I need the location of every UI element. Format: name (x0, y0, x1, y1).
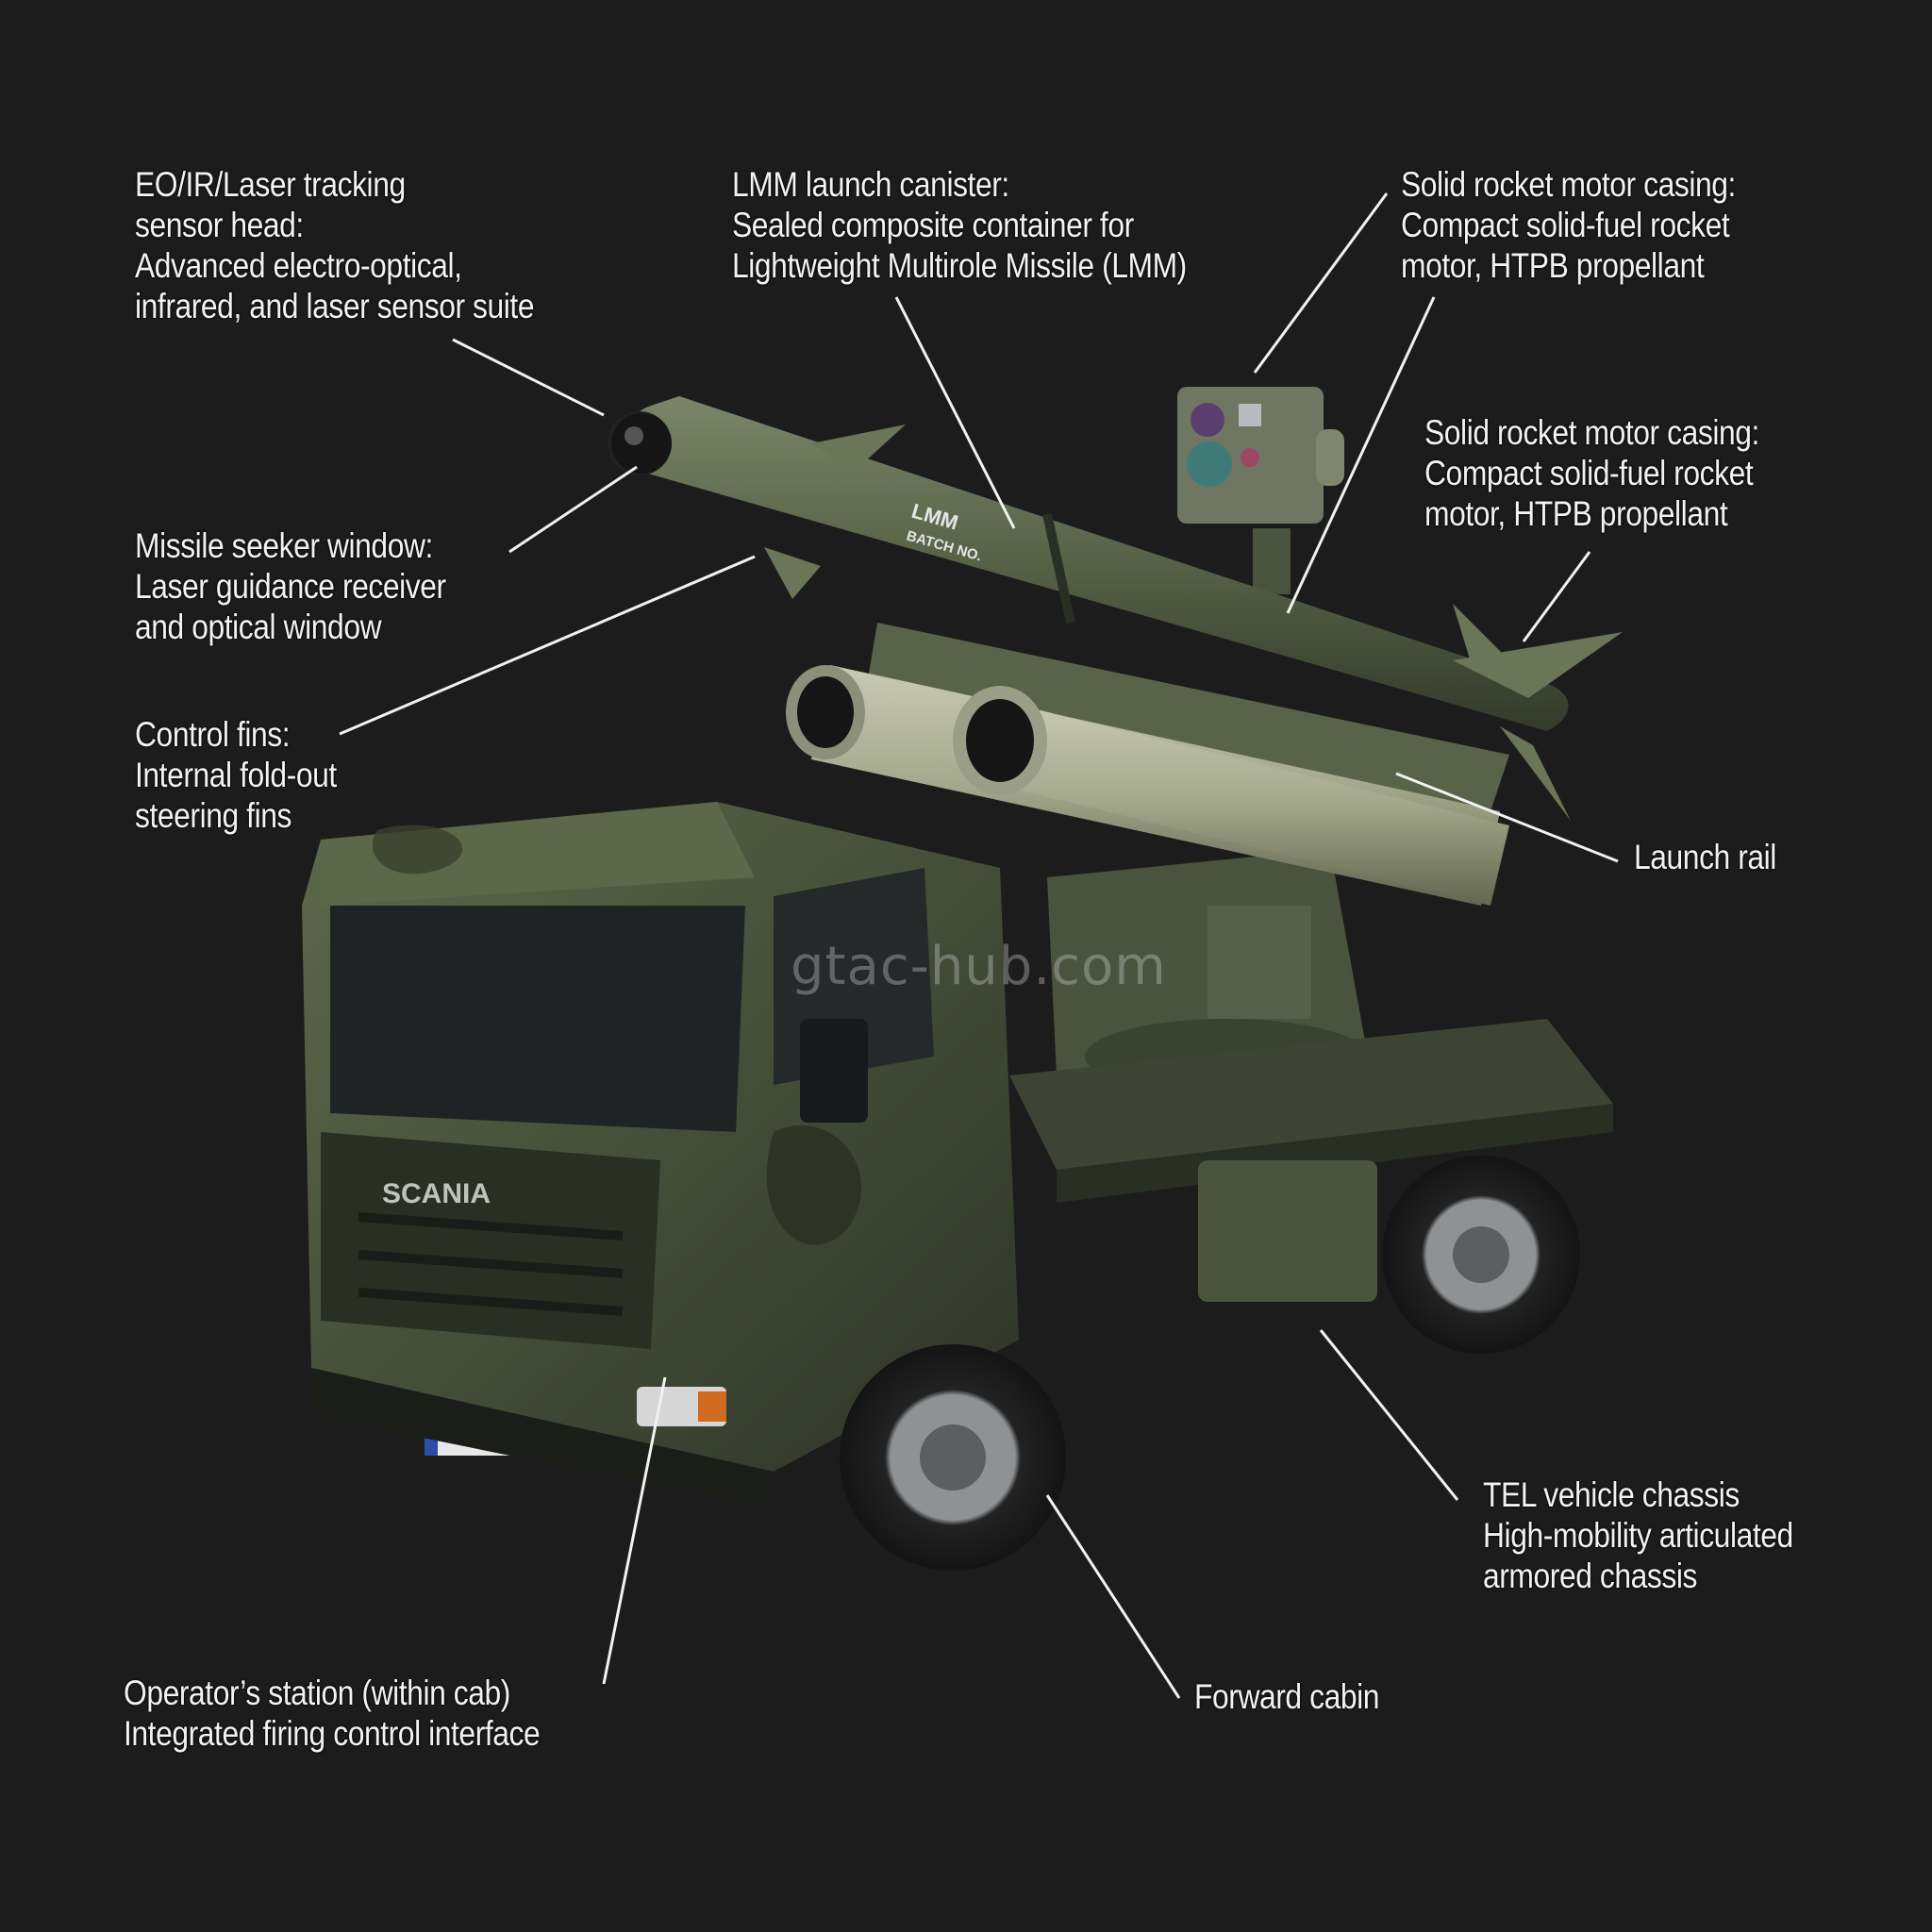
label-line: Forward cabin (1194, 1677, 1380, 1716)
label-line: Sealed composite container for (732, 206, 1134, 244)
label-rocket-motor-2: Solid rocket motor casing: Compact solid… (1424, 412, 1759, 534)
label-line: Compact solid-fuel rocket (1424, 454, 1754, 492)
label-line: Solid rocket motor casing: (1401, 165, 1736, 204)
label-sensor-head: EO/IR/Laser tracking sensor head: Advanc… (135, 164, 535, 326)
leader-lines (339, 192, 1619, 1699)
label-line: High-mobility articulated (1483, 1516, 1793, 1555)
label-launch-canister: LMM launch canister: Sealed composite co… (732, 164, 1187, 286)
label-line: LMM launch canister: (732, 165, 1009, 204)
label-line: motor, HTPB propellant (1401, 246, 1705, 285)
label-line: motor, HTPB propellant (1424, 494, 1728, 533)
svg-text:SCANIA: SCANIA (382, 1178, 491, 1209)
truck-cab: SCANIA (302, 802, 1019, 1509)
eo-ir-sensor-head (1177, 387, 1344, 594)
label-line: Solid rocket motor casing: (1424, 413, 1759, 452)
label-forward-cabin: Forward cabin (1194, 1676, 1379, 1717)
label-line: Control fins: (135, 715, 291, 754)
watermark: gtac-hub.com (791, 936, 1167, 997)
label-line: Lightweight Multirole Missile (LMM) (732, 246, 1187, 285)
label-line: armored chassis (1483, 1557, 1697, 1595)
wheels (840, 1156, 1580, 1571)
label-line: sensor head: (135, 206, 304, 244)
label-line: Internal fold-out (135, 756, 337, 794)
label-launch-rail: Launch rail (1634, 837, 1776, 877)
launch-rail-shape (868, 623, 1509, 811)
chassis-bed (1009, 1019, 1613, 1302)
label-line: Integrated firing control interface (124, 1714, 541, 1753)
label-operator-station: Operator’s station (within cab) Integrat… (124, 1673, 541, 1754)
label-line: infrared, and laser sensor suite (135, 287, 535, 325)
label-line: EO/IR/Laser tracking (135, 165, 406, 204)
label-line: Laser guidance receiver (135, 567, 446, 606)
label-line: Compact solid-fuel rocket (1401, 206, 1730, 244)
label-line: Advanced electro-optical, (135, 246, 462, 285)
label-seeker-window: Missile seeker window: Laser guidance re… (135, 525, 446, 647)
label-line: Operator’s station (within cab) (124, 1674, 510, 1712)
label-tel-chassis: TEL vehicle chassis High-mobility articu… (1483, 1474, 1793, 1596)
label-line: Launch rail (1634, 838, 1776, 876)
label-line: TEL vehicle chassis (1483, 1475, 1740, 1514)
label-line: and optical window (135, 608, 382, 646)
label-rocket-motor-1: Solid rocket motor casing: Compact solid… (1401, 164, 1736, 286)
label-control-fins: Control fins: Internal fold-out steering… (135, 714, 337, 836)
launch-canisters (786, 665, 1509, 906)
label-line: Missile seeker window: (135, 526, 433, 565)
label-line: steering fins (135, 796, 291, 835)
